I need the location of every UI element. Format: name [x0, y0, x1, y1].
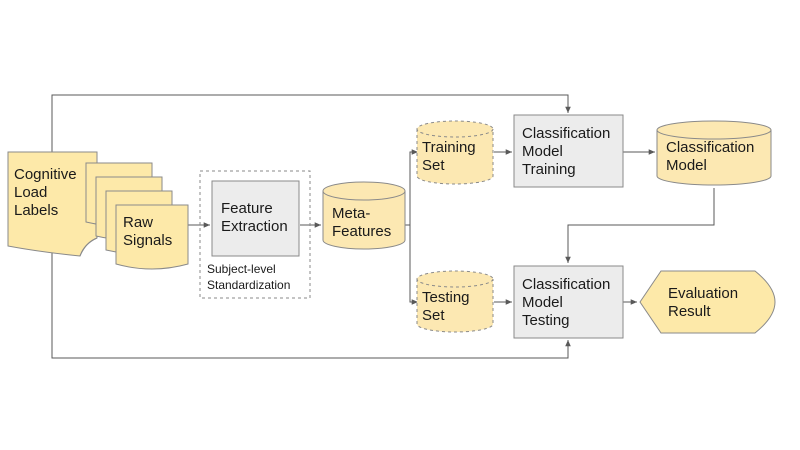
connector-model-to-testing — [565, 188, 715, 263]
classification-model-cylinder — [656, 120, 772, 186]
standardization-container — [199, 170, 311, 299]
subject-level-standardization-text: Subject-level Standardization — [207, 262, 291, 292]
classification-model-training-box — [513, 114, 624, 188]
classification-model-text: Classification Model — [666, 139, 755, 174]
connector-labels-to-training — [51, 94, 571, 152]
classification-model-testing-box — [513, 265, 624, 339]
testing-set-text: Testing Set — [422, 289, 470, 324]
cognitive-load-labels-text: Cognitive Load Labels — [14, 166, 77, 219]
classification-model-testing-text: Classification Model Testing — [522, 276, 611, 329]
meta-features-cylinder — [322, 181, 406, 250]
evaluation-result-text: Evaluation Result — [668, 285, 739, 320]
evaluation-result-shape — [639, 270, 776, 334]
feature-extraction-box — [211, 180, 300, 257]
raw-signals-stack — [85, 162, 189, 270]
page-fold-corner — [79, 237, 98, 257]
training-set-cylinder — [416, 120, 494, 185]
classification-model-training-text: Classification Model Training — [522, 125, 611, 178]
connector-meta-to-testing-set — [409, 225, 418, 305]
raw-signals-text: Raw Signals — [123, 214, 173, 249]
training-set-text: Training Set — [422, 139, 476, 174]
connectors — [51, 94, 715, 359]
meta-features-text: Meta- Features — [332, 205, 392, 240]
connector-labels-to-testing — [51, 252, 571, 359]
connector-meta-to-training-set — [405, 149, 418, 226]
feature-extraction-text: Feature Extraction — [221, 200, 288, 235]
testing-set-cylinder — [416, 270, 494, 333]
